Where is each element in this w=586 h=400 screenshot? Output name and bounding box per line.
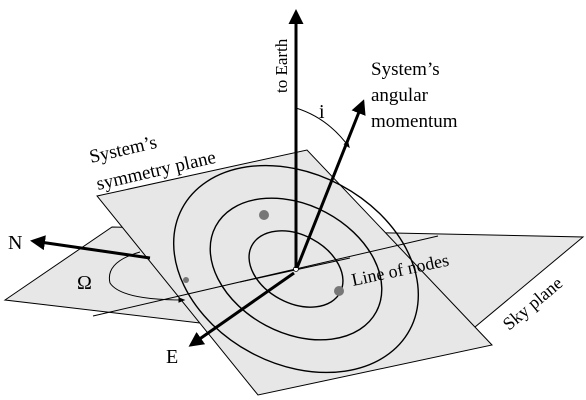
angular-momentum-label-line3: momentum bbox=[371, 111, 458, 132]
to-earth-label: to Earth bbox=[272, 38, 291, 93]
body-dot-right bbox=[334, 286, 344, 296]
east-arrow bbox=[188, 271, 295, 347]
angular-momentum-arrow bbox=[295, 99, 366, 269]
body-dot-top bbox=[259, 210, 269, 220]
inclination-arc bbox=[295, 107, 350, 149]
body-dot-left bbox=[183, 277, 189, 283]
omega-arc bbox=[108, 251, 186, 303]
omega-label: Ω bbox=[77, 272, 92, 294]
angular-momentum-label-line2: angular bbox=[371, 85, 429, 106]
angular-momentum-label-line1: System’s bbox=[371, 59, 440, 80]
symmetry-plane bbox=[96, 149, 493, 396]
orbit-outer bbox=[172, 164, 420, 374]
orbit-middle bbox=[209, 197, 383, 341]
east-label: E bbox=[166, 346, 178, 368]
inclination-label: i bbox=[319, 101, 325, 123]
north-label: N bbox=[8, 232, 22, 254]
